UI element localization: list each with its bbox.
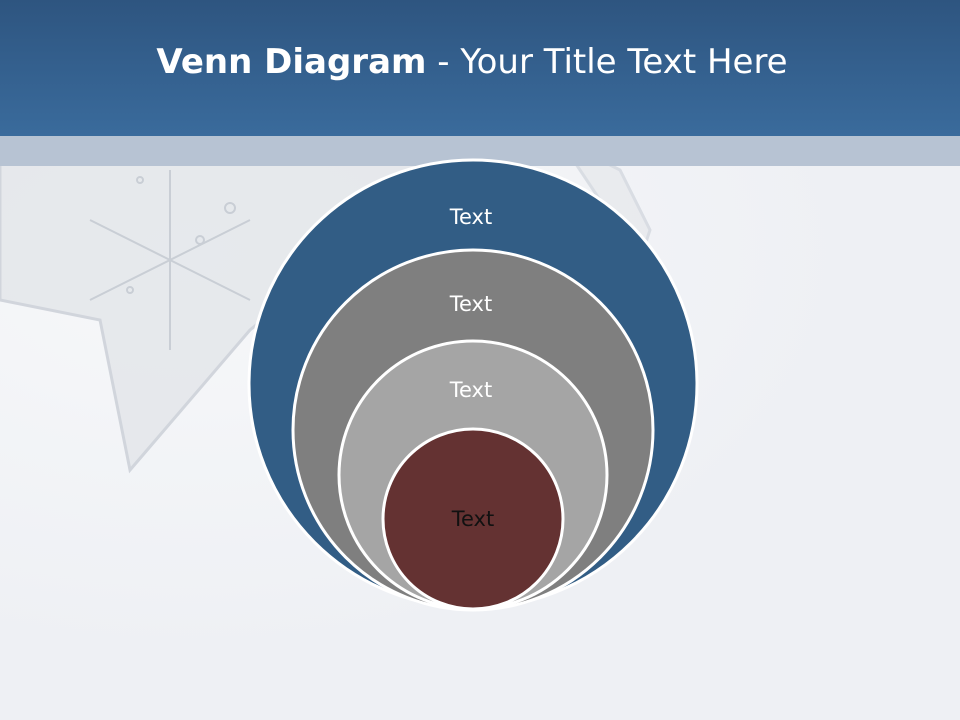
header-bar: [0, 0, 960, 136]
snowflake-icon: [89, 170, 251, 350]
ring-outer-label: Text: [449, 205, 492, 229]
ring-second-label: Text: [449, 292, 492, 316]
ring-center: Text: [381, 427, 565, 611]
title-bold-part: Venn Diagram: [156, 42, 427, 82]
ring-center-label: Text: [451, 507, 494, 531]
ring-third-label: Text: [449, 378, 492, 402]
slide-title: Venn Diagram - Your Title Text Here: [0, 40, 944, 84]
title-rest-part: - Your Title Text Here: [426, 42, 788, 82]
ring-center-shape: [381, 427, 565, 611]
